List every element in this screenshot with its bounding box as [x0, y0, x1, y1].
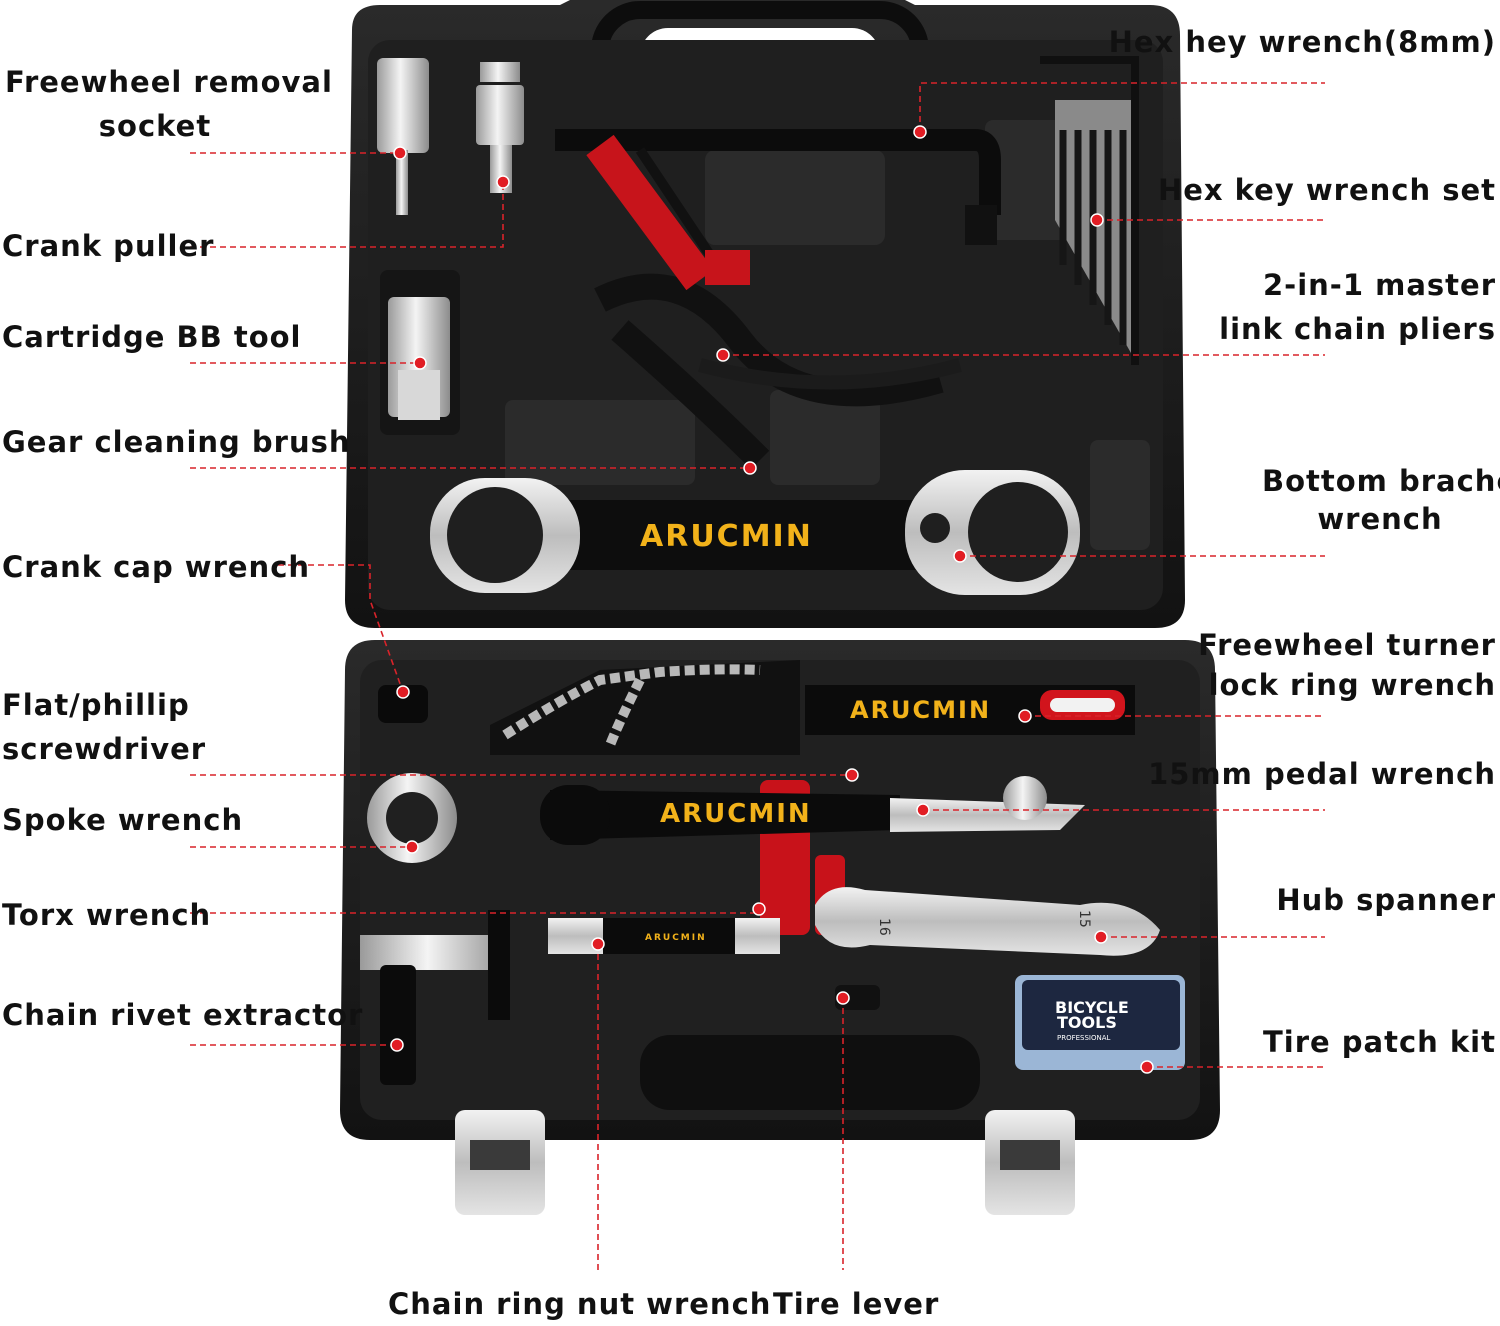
- label-line: lock ring wrench: [1208, 668, 1496, 702]
- label-master-link-pliers: 2-in-1 master link chain pliers: [1219, 263, 1496, 351]
- chain-ring-nut-wrench: ARUCMIN: [548, 918, 780, 954]
- case-lid: [345, 0, 1185, 628]
- chain-whip: [490, 660, 800, 755]
- patch-kit-line1: BICYCLE: [1055, 998, 1129, 1017]
- brand-logo-pedal: ARUCMIN: [660, 799, 812, 829]
- label-crank-puller: Crank puller: [2, 229, 215, 263]
- label-line: socket: [98, 109, 212, 143]
- label-bottom-bracket-wrench: Bottom brachet wrench: [1262, 462, 1500, 538]
- hex-key-wrench-set: [1040, 56, 1139, 365]
- hex-wrench-8mm: [555, 129, 1001, 245]
- label-line: wrench: [1317, 502, 1443, 536]
- freewheel-turner: ARUCMIN: [805, 685, 1135, 735]
- label-pedal-wrench: 15mm pedal wrench: [1148, 757, 1496, 791]
- label-crank-cap-wrench: Crank cap wrench: [2, 550, 311, 584]
- label-chain-rivet-extractor: Chain rivet extractor: [2, 998, 364, 1032]
- label-line: link chain pliers: [1219, 312, 1496, 346]
- label-tire-lever: Tire lever: [773, 1287, 940, 1321]
- patch-kit-line3: PROFESSIONAL: [1057, 1034, 1111, 1042]
- label-tire-patch-kit: Tire patch kit: [1262, 1025, 1496, 1059]
- pedal-wrench: ARUCMIN: [540, 776, 1085, 845]
- spoke-wrench: [367, 773, 457, 863]
- patch-kit-line2: TOOLS: [1057, 1013, 1117, 1032]
- label-screwdriver: Flat/phillip screwdriver: [2, 683, 206, 771]
- label-line: Bottom brachet: [1262, 464, 1500, 498]
- callout-dots: [390, 125, 1154, 1074]
- label-hub-spanner: Hub spanner: [1276, 883, 1496, 917]
- case-latches: [455, 1110, 1075, 1215]
- label-line: Flat/phillip: [2, 688, 190, 722]
- brand-logo-small: ARUCMIN: [645, 933, 707, 943]
- freewheel-removal-socket: [377, 58, 429, 215]
- gear-cleaning-brush: [586, 134, 750, 291]
- leader-lines: [190, 82, 1325, 1270]
- label-line: Freewheel removal: [5, 65, 333, 99]
- label-chain-ring-nut-wrench: Chain ring nut wrench: [388, 1287, 772, 1321]
- label-freewheel-turner: Freewheel turner lock ring wrench: [1198, 625, 1496, 705]
- hub-mark-16: 16: [876, 918, 892, 936]
- label-line: screwdriver: [2, 732, 207, 766]
- label-gear-cleaning-brush: Gear cleaning brush: [2, 425, 351, 459]
- label-freewheel-removal-socket: Freewheel removal socket: [5, 60, 333, 148]
- brand-logo-lid: ARUCMIN: [640, 519, 813, 554]
- label-torx-wrench: Torx wrench: [2, 898, 212, 932]
- label-cartridge-bb-tool: Cartridge BB tool: [2, 320, 302, 354]
- hub-mark-15: 15: [1076, 910, 1092, 928]
- label-line: 2-in-1 master: [1263, 268, 1496, 302]
- brand-logo-turner: ARUCMIN: [850, 696, 991, 724]
- hub-spanner: 16 15: [815, 887, 1160, 956]
- bottom-bracket-wrench: ARUCMIN: [430, 470, 1080, 595]
- label-line: Freewheel turner: [1198, 628, 1496, 662]
- chain-pliers: [594, 273, 962, 470]
- chain-rivet-extractor: [360, 910, 510, 1085]
- tire-patch-kit: BICYCLE TOOLS PROFESSIONAL: [1015, 975, 1185, 1070]
- label-hex-key-wrench-set: Hex key wrench set: [1157, 173, 1496, 207]
- label-spoke-wrench: Spoke wrench: [2, 803, 244, 837]
- label-hex-wrench-8mm: Hex hey wrench(8mm): [1108, 25, 1496, 59]
